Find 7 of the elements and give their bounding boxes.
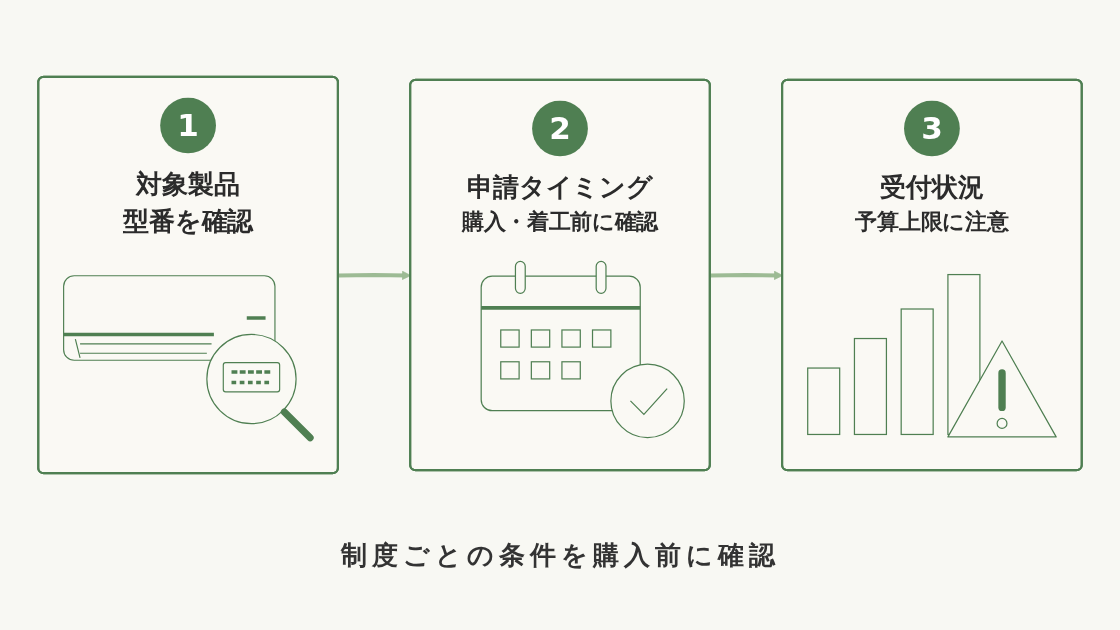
caption: 制度ごとの条件を購入前に確認 xyxy=(340,540,780,570)
step-title: 対象製品 xyxy=(136,167,240,201)
step-title: 受付状況 xyxy=(880,170,984,204)
step-description: 購入・着工前に確認 xyxy=(461,208,659,237)
step-title: 型番を確認 xyxy=(123,205,254,239)
step-title: 申請タイミング xyxy=(467,170,653,204)
step-description: 予算上限に注意 xyxy=(855,208,1009,237)
